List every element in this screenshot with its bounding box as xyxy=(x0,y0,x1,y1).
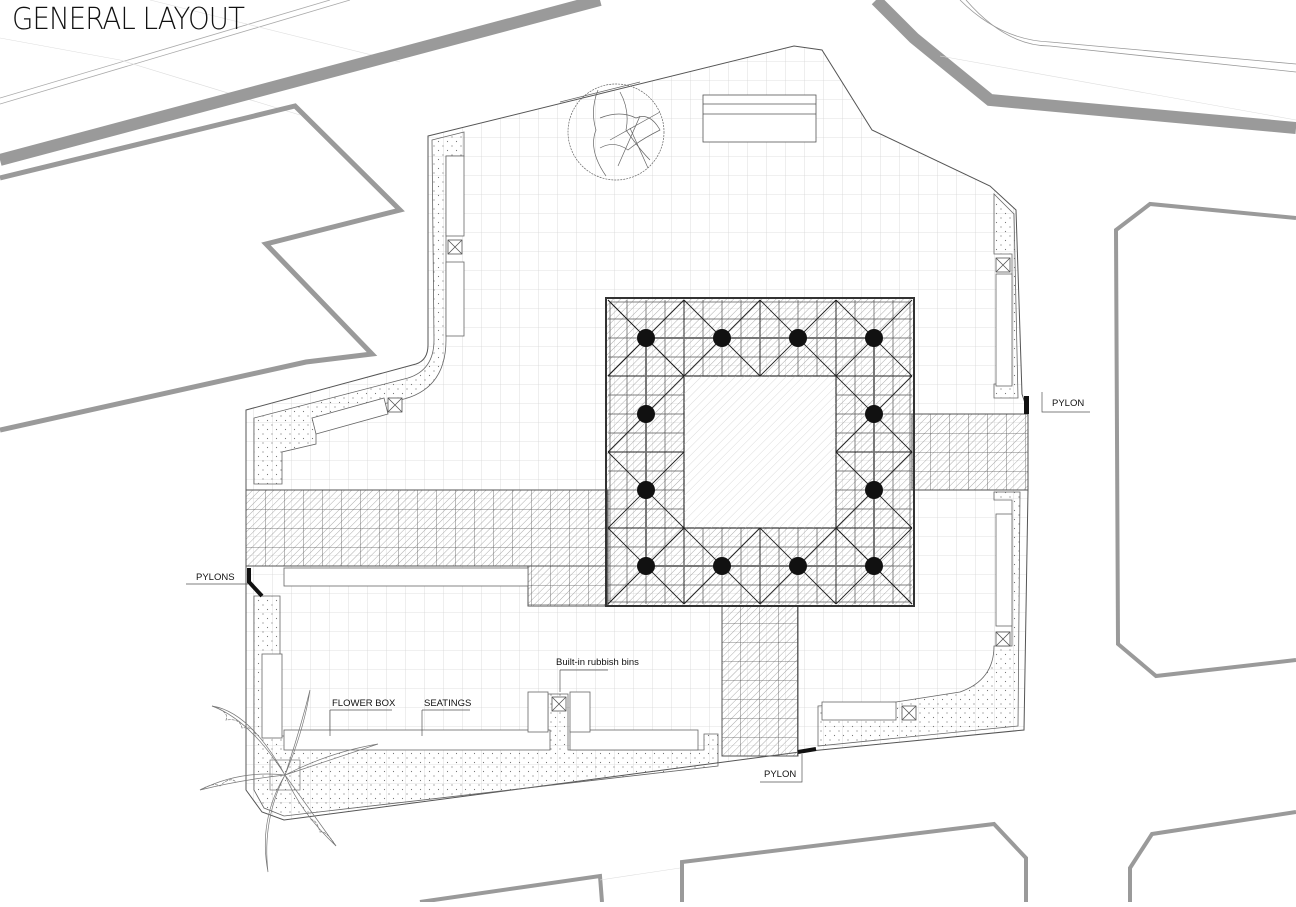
column-icon xyxy=(637,481,655,499)
column-icon xyxy=(637,557,655,575)
column-icon xyxy=(865,481,883,499)
columns xyxy=(637,329,883,575)
rubbish-bins xyxy=(387,239,1011,721)
column-icon xyxy=(789,329,807,347)
walkways xyxy=(245,413,1029,757)
pylon-icon-west xyxy=(247,568,264,598)
bin-icon xyxy=(995,631,1011,647)
building-outline-south-west xyxy=(419,873,604,904)
bin-icon xyxy=(387,397,403,413)
bin-icon xyxy=(901,705,917,721)
column-icon xyxy=(637,405,655,423)
pylon-icon-east xyxy=(1024,396,1029,414)
column-icon xyxy=(713,557,731,575)
seatings-label: SEATINGS xyxy=(424,698,472,709)
pylons-label-west: PYLONS xyxy=(196,572,235,583)
bench-icon xyxy=(702,94,817,143)
leader-lines xyxy=(186,392,1090,783)
bin-icon xyxy=(995,257,1011,273)
column-icon xyxy=(637,329,655,347)
column-icon xyxy=(865,557,883,575)
column-icon xyxy=(789,557,807,575)
column-icon xyxy=(865,329,883,347)
road-outline-north-east xyxy=(871,0,1296,134)
pylon-label-east: PYLON xyxy=(1052,398,1085,409)
building-outline-west xyxy=(0,103,405,433)
building-outline-south-east xyxy=(1128,810,1296,902)
pylon-icon-south xyxy=(797,747,817,754)
rubbish-bins-label: Built-in rubbish bins xyxy=(556,657,639,668)
drawing-title: GENERAL LAYOUT xyxy=(12,2,245,37)
column-icon xyxy=(713,329,731,347)
seatings xyxy=(261,155,1013,751)
building-outline-south xyxy=(680,821,1028,902)
bin-icon xyxy=(551,696,567,712)
central-pavilion xyxy=(605,297,915,607)
pylon-label-south: PYLON xyxy=(764,769,797,780)
tree-icon xyxy=(559,81,665,181)
palm-tree-icon xyxy=(199,689,379,873)
column-icon xyxy=(865,405,883,423)
bin-icon xyxy=(447,239,463,255)
flower-box-label: FLOWER BOX xyxy=(332,698,396,709)
building-outline-east xyxy=(1113,201,1296,679)
pylons xyxy=(247,396,1029,754)
